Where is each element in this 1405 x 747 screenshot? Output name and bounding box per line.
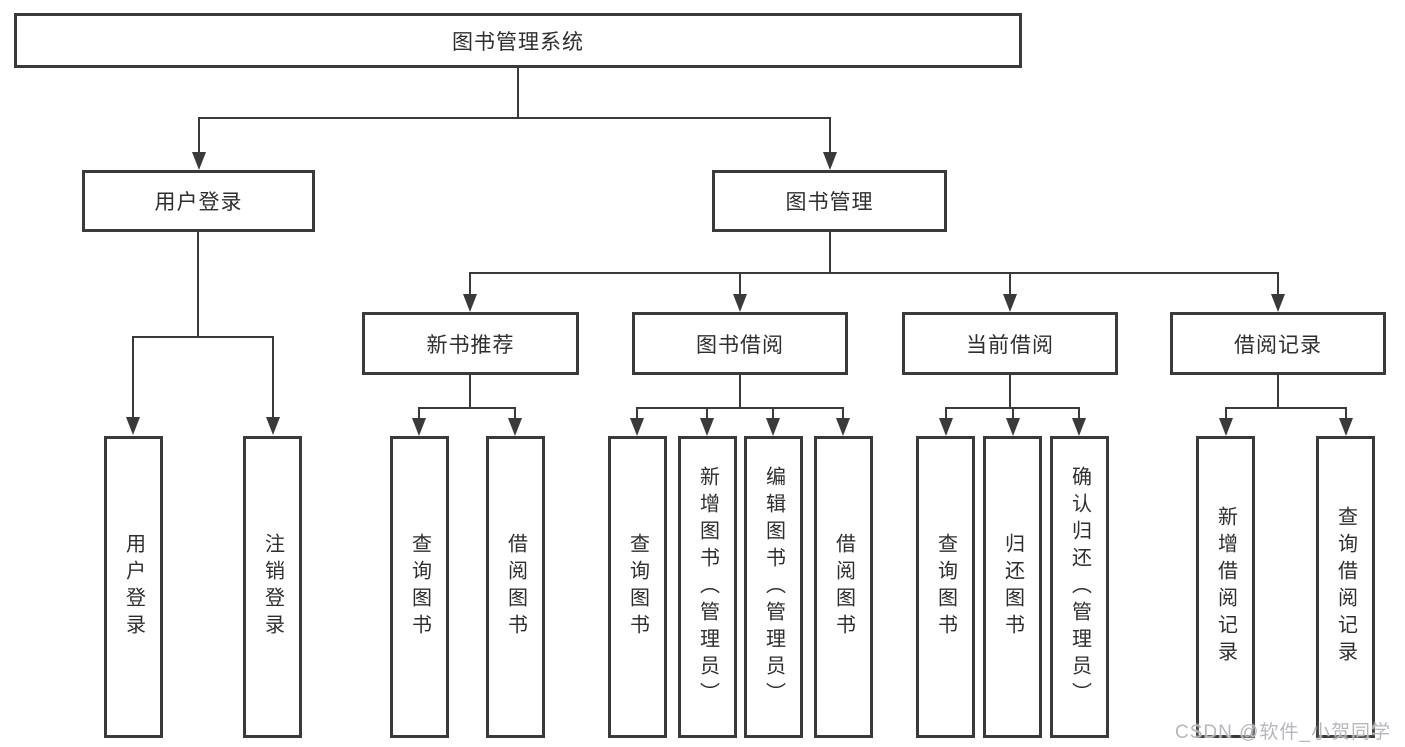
arrow-to-cb-return bbox=[1006, 407, 1020, 436]
arrow-to-book-borrow bbox=[733, 272, 747, 312]
node-nbr-borrow-books-label: 借阅图书 bbox=[504, 533, 527, 641]
node-login-label: 用户登录 bbox=[122, 533, 145, 641]
node-current-borrow: 当前借阅 bbox=[902, 312, 1118, 375]
arrow-to-user-login bbox=[192, 117, 206, 170]
arrow-to-login bbox=[126, 336, 140, 435]
connector-level2-rail bbox=[198, 117, 831, 119]
arrow-to-nbr-query bbox=[412, 407, 426, 436]
node-new-book-recommend-label: 新书推荐 bbox=[426, 333, 515, 357]
node-new-book-recommend: 新书推荐 bbox=[362, 312, 579, 375]
arrow-to-book-management bbox=[823, 117, 837, 170]
node-book-borrow: 图书借阅 bbox=[632, 312, 848, 375]
node-cb-query-books-label: 查询图书 bbox=[934, 533, 957, 641]
node-bb-edit-books-label: 编辑图书（管理员） bbox=[762, 465, 785, 709]
node-logout: 注销登录 bbox=[243, 436, 302, 738]
connector-bb-rail bbox=[636, 407, 844, 409]
connector-nbr-rail bbox=[418, 407, 516, 409]
node-borrow-records-label: 借阅记录 bbox=[1234, 333, 1322, 357]
connector-br-stem bbox=[1277, 375, 1279, 407]
node-br-add-record: 新增借阅记录 bbox=[1196, 436, 1255, 738]
node-user-login: 用户登录 bbox=[82, 170, 315, 232]
connector-bb-stem bbox=[739, 375, 741, 407]
node-br-query-record: 查询借阅记录 bbox=[1316, 436, 1375, 738]
node-nbr-borrow-books: 借阅图书 bbox=[486, 436, 545, 738]
arrow-to-br-add bbox=[1219, 407, 1233, 436]
connector-root-stem bbox=[517, 68, 519, 117]
node-bb-query-books: 查询图书 bbox=[608, 436, 667, 738]
node-book-management: 图书管理 bbox=[712, 170, 947, 232]
node-bb-query-books-label: 查询图书 bbox=[626, 533, 649, 641]
arrow-to-cb-query bbox=[939, 407, 953, 436]
arrow-to-current-borrow bbox=[1003, 272, 1017, 312]
connector-nbr-stem bbox=[469, 375, 471, 407]
node-book-borrow-label: 图书借阅 bbox=[696, 333, 784, 357]
node-root: 图书管理系统 bbox=[14, 13, 1022, 68]
node-root-label: 图书管理系统 bbox=[452, 30, 584, 54]
node-cb-return-books: 归还图书 bbox=[983, 436, 1042, 738]
connector-br-rail bbox=[1225, 407, 1347, 409]
arrow-to-cb-confirm bbox=[1072, 407, 1086, 436]
node-cb-query-books: 查询图书 bbox=[916, 436, 975, 738]
arrow-to-bb-borrow bbox=[836, 407, 850, 436]
connector-book-management-stem bbox=[829, 232, 831, 272]
arrow-to-bb-add bbox=[700, 407, 714, 436]
node-nbr-query-books: 查询图书 bbox=[390, 436, 449, 738]
node-cb-return-books-label: 归还图书 bbox=[1001, 533, 1024, 641]
arrow-to-nbr-borrow bbox=[508, 407, 522, 436]
node-cb-confirm-return-label: 确认归还（管理员） bbox=[1068, 465, 1091, 709]
csdn-watermark: CSDN @软件_小贺同学 bbox=[1175, 722, 1391, 743]
node-br-query-record-label: 查询借阅记录 bbox=[1334, 506, 1357, 668]
node-borrow-records: 借阅记录 bbox=[1170, 312, 1386, 375]
node-book-management-label: 图书管理 bbox=[785, 191, 874, 214]
node-bb-borrow-books: 借阅图书 bbox=[814, 436, 873, 738]
node-user-login-label: 用户登录 bbox=[154, 191, 243, 214]
connector-cb-stem bbox=[1009, 375, 1011, 407]
node-bb-borrow-books-label: 借阅图书 bbox=[832, 533, 855, 641]
node-bb-add-books: 新增图书（管理员） bbox=[678, 436, 737, 738]
arrow-to-br-query bbox=[1339, 407, 1353, 436]
connector-level3-rail bbox=[469, 272, 1279, 274]
node-br-add-record-label: 新增借阅记录 bbox=[1214, 506, 1237, 668]
arrow-to-new-book-recommend bbox=[463, 272, 477, 312]
node-nbr-query-books-label: 查询图书 bbox=[408, 533, 431, 641]
connector-user-login-rail bbox=[132, 336, 274, 338]
arrow-to-borrow-records bbox=[1271, 272, 1285, 312]
node-bb-add-books-label: 新增图书（管理员） bbox=[696, 465, 719, 709]
node-bb-edit-books: 编辑图书（管理员） bbox=[744, 436, 803, 738]
arrow-to-bb-query bbox=[630, 407, 644, 436]
node-login: 用户登录 bbox=[104, 436, 163, 738]
node-cb-confirm-return: 确认归还（管理员） bbox=[1050, 436, 1109, 738]
node-logout-label: 注销登录 bbox=[261, 533, 284, 641]
arrow-to-logout bbox=[266, 336, 280, 435]
connector-user-login-stem bbox=[197, 232, 199, 336]
node-current-borrow-label: 当前借阅 bbox=[966, 333, 1054, 357]
arrow-to-bb-edit bbox=[766, 407, 780, 436]
